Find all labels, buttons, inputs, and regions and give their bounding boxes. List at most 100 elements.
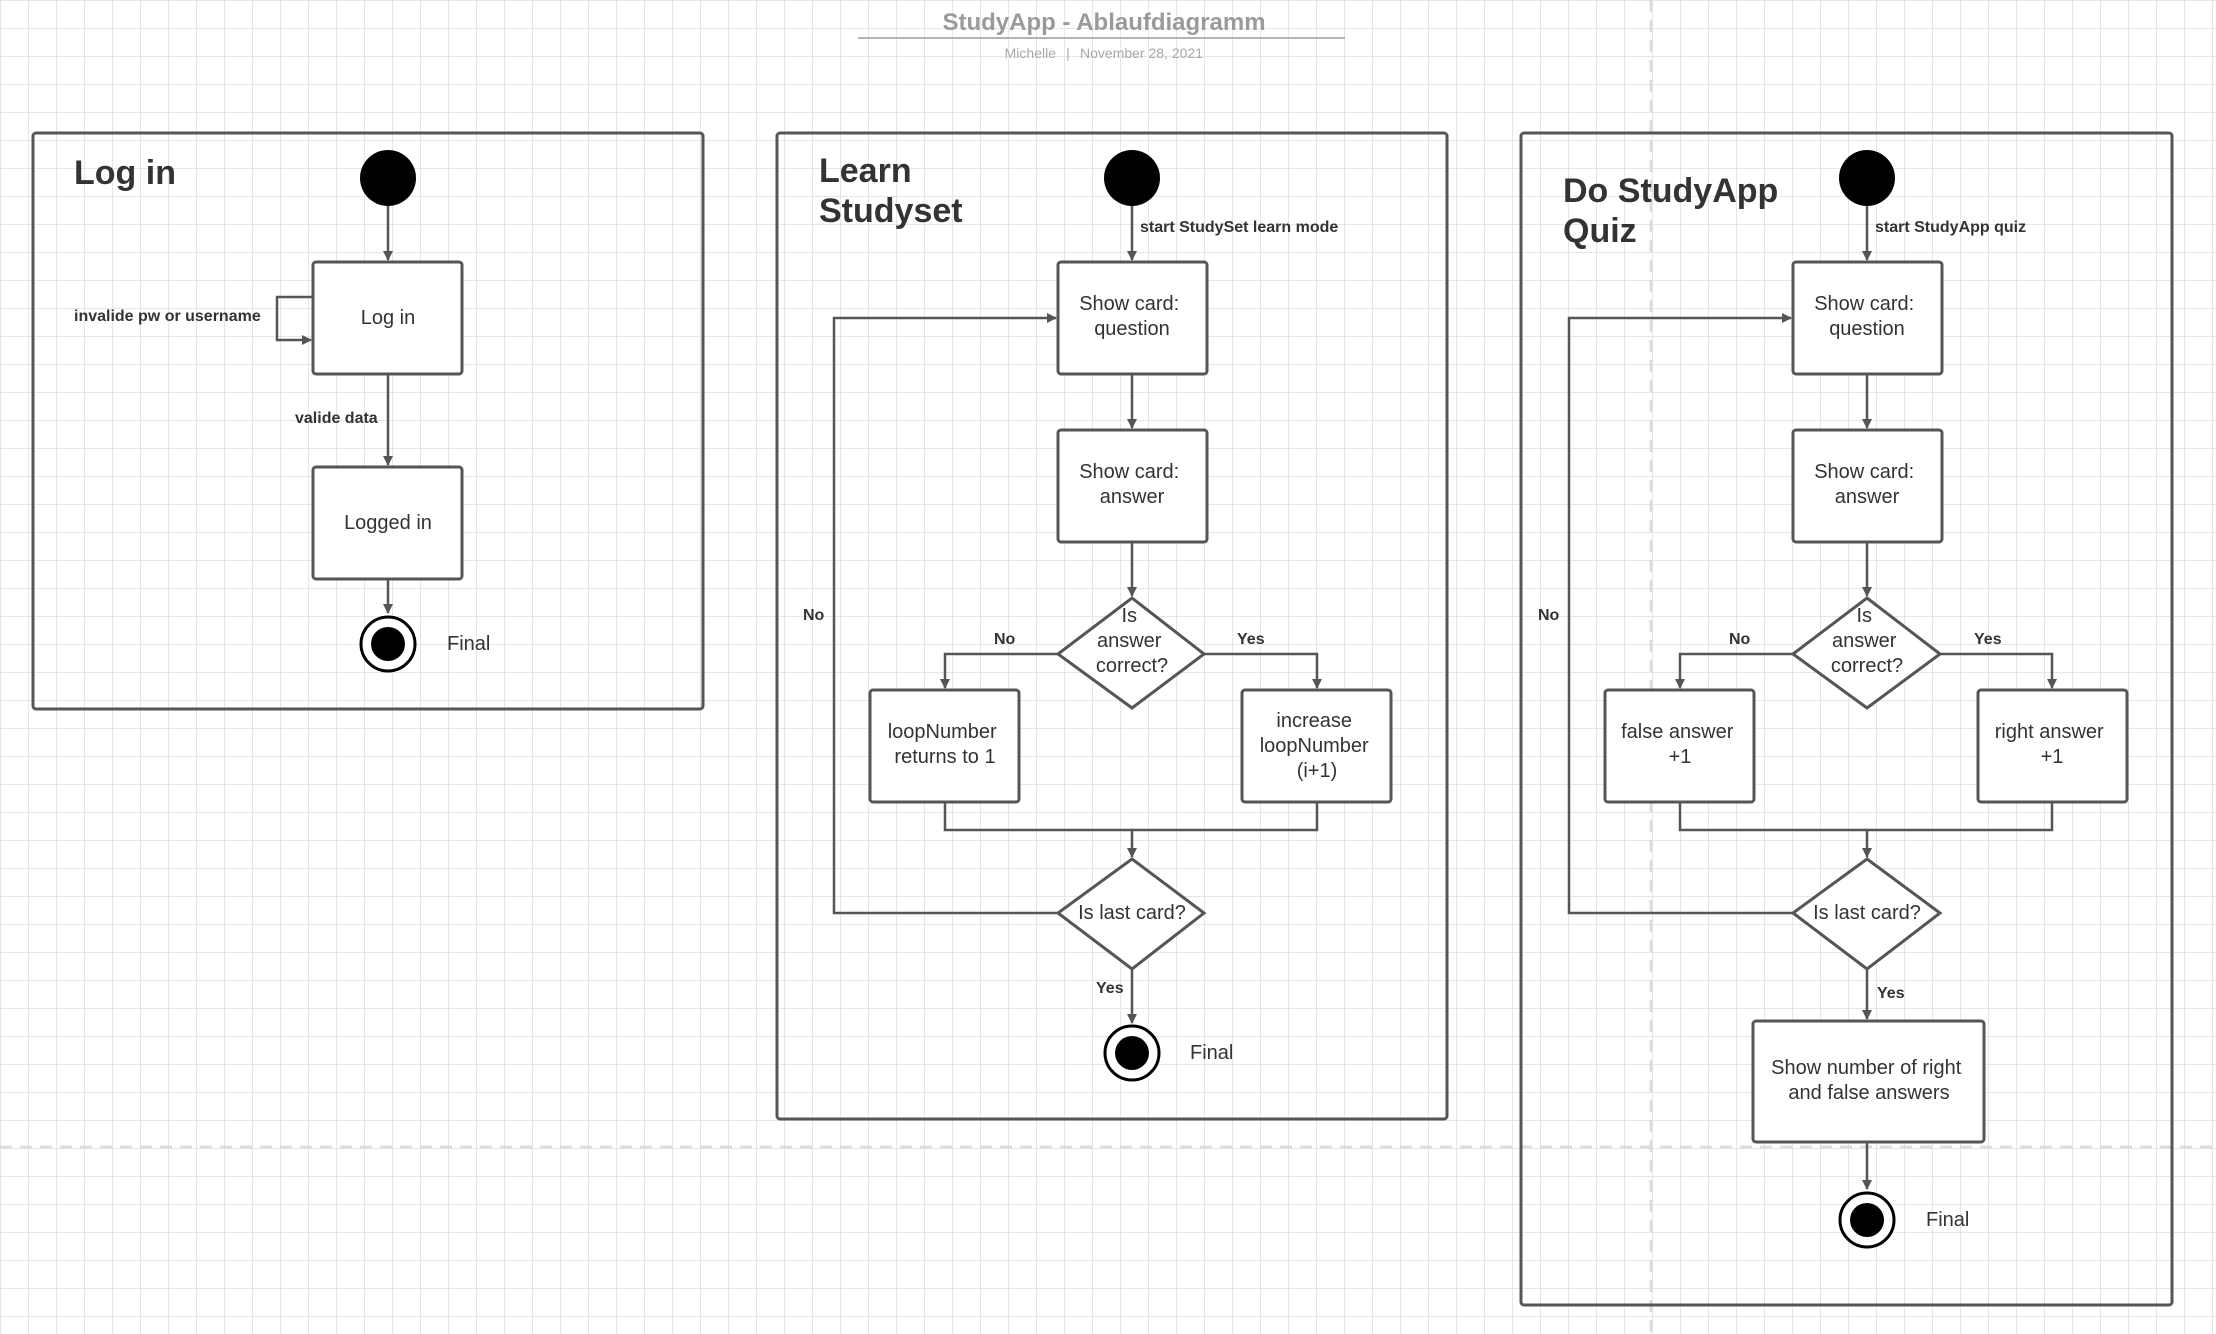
learn-loop-increase-line: (i+1) [1297,760,1338,782]
learn-edge-merge-left [943,802,1132,832]
learn-panel-title-line: Learn [819,152,912,190]
learn-answer-line: Show card: [1079,461,1179,483]
learn-edge-merge-right [1127,802,1319,858]
login-start-node [360,150,416,206]
logged-in-node-text: Logged in [344,512,432,534]
learn-loop-increase-node: increase loopNumber (i+1) [1240,688,1393,804]
quiz-label-loop-no: No [1538,607,1560,624]
login-label-valid: valide data [295,410,378,427]
learn-correct-diamond [1055,596,1207,710]
learn-last-card-line: Is last card? [1078,902,1186,924]
quiz-label-yes: Yes [1974,631,2002,648]
learn-panel-frame [775,131,1449,1121]
quiz-panel-frame [1519,131,2174,1307]
quiz-right-answer-node: right answer +1 [1976,688,2129,804]
quiz-answer-line: Show card: [1814,461,1914,483]
quiz-correct-line: correct? [1831,655,1903,677]
quiz-answer-node: Show card: answer [1791,428,1944,544]
learn-start-node [1104,150,1160,206]
learn-panel-title-line: Studyset [819,192,963,230]
quiz-right-answer-line: +1 [2041,746,2064,768]
quiz-last-card-decision: Is last card? [1790,857,1943,971]
login-node-line: Log in [361,307,416,329]
quiz-correct-decision: Is answer correct? [1790,596,1943,710]
learn-last-card-decision: Is last card? [1055,857,1207,971]
quiz-start-node [1839,150,1895,206]
learn-loop-reset-line: returns to 1 [894,746,995,768]
quiz-answer-line: answer [1835,486,1900,508]
quiz-summary-node: Show number of right and false answers [1751,1019,1986,1144]
learn-final-label: Final [1190,1042,1233,1064]
login-node: Log in [311,260,464,376]
quiz-false-answer-line: false answer [1621,721,1734,743]
login-final-label: Final [447,633,490,655]
learn-label-loop-no: No [803,607,825,624]
quiz-summary-line: and false answers [1788,1082,1949,1104]
quiz-correct-diamond [1790,596,1943,710]
learn-edge-no [940,652,1058,689]
login-final-node [359,615,417,673]
learn-label-no: No [994,631,1016,648]
quiz-last-card-line: Is last card? [1813,902,1921,924]
quiz-label-last-yes: Yes [1877,985,1905,1002]
quiz-final-dot [1850,1203,1884,1237]
learn-answer-node: Show card: answer [1056,428,1209,544]
learn-question-line: Show card: [1079,293,1179,315]
learn-correct-line: answer [1097,630,1162,652]
login-label-invalid: invalide pw or username [74,308,261,325]
login-panel: Log in Log in invalide pw or username va… [31,131,705,711]
learn-loop-reset-line: loopNumber [888,721,997,743]
learn-final-node [1103,1024,1161,1082]
quiz-final-label: Final [1926,1209,1969,1231]
quiz-final-node [1838,1191,1896,1249]
quiz-correct-line: answer [1832,630,1897,652]
learn-loop-reset-node: loopNumber returns to 1 [868,688,1021,804]
quiz-question-node: Show card: question [1791,260,1944,376]
learn-correct-line: Is [1121,605,1137,627]
login-edge-invalid [275,295,313,345]
learn-correct-line: correct? [1096,655,1168,677]
quiz-edge-yes [1940,652,2057,689]
learn-correct-text: Is answer correct? [1096,605,1168,677]
learn-edge-loop-no [832,313,1058,915]
learn-final-dot [1115,1036,1149,1070]
quiz-summary-line: Show number of right [1771,1057,1962,1079]
quiz-edge-merge-left [1678,802,1867,832]
quiz-last-card-text: Is last card? [1813,902,1921,924]
learn-correct-decision: Is answer correct? [1055,596,1207,710]
document-date: November 28, 2021 [1080,45,1203,61]
learn-question-line: question [1094,318,1170,340]
learn-edge-yes [1204,652,1322,689]
document-meta-separator: | [1066,45,1070,61]
login-node-text: Log in [361,307,416,329]
logged-in-node: Logged in [311,465,464,581]
login-panel-frame [31,131,705,711]
learn-question-text: Show card: question [1079,293,1185,340]
document-author: Michelle [1005,45,1057,61]
quiz-edge-merge-right [1862,802,2054,858]
learn-question-node: Show card: question [1056,260,1209,376]
quiz-false-answer-text: false answer +1 [1621,721,1739,768]
learn-answer-line: answer [1100,486,1165,508]
learn-panel: Learn Studyset start StudySet learn mode… [775,131,1449,1121]
learn-loop-increase-line: loopNumber [1260,735,1369,757]
login-final-dot [371,627,405,661]
quiz-panel-title-line: Do StudyApp [1563,172,1778,210]
quiz-correct-line: Is [1856,605,1872,627]
quiz-panel: Do StudyApp Quiz start StudyApp quiz Sho… [1519,131,2174,1307]
quiz-panel-title-line: Quiz [1563,212,1637,250]
learn-label-start: start StudySet learn mode [1140,219,1338,236]
quiz-edge-loop-no [1567,313,1793,915]
quiz-question-line: Show card: [1814,293,1914,315]
login-panel-title: Log in [74,154,176,192]
quiz-false-answer-line: +1 [1669,746,1692,768]
learn-loop-increase-text: increase loopNumber (i+1) [1260,710,1375,782]
learn-loop-increase-line: increase [1276,710,1352,732]
learn-last-card-text: Is last card? [1078,902,1186,924]
learn-loop-reset-text: loopNumber returns to 1 [888,721,1003,768]
quiz-summary-box [1751,1019,1986,1144]
quiz-question-text: Show card: question [1814,293,1920,340]
learn-answer-text: Show card: answer [1079,461,1185,508]
quiz-answer-text: Show card: answer [1814,461,1920,508]
